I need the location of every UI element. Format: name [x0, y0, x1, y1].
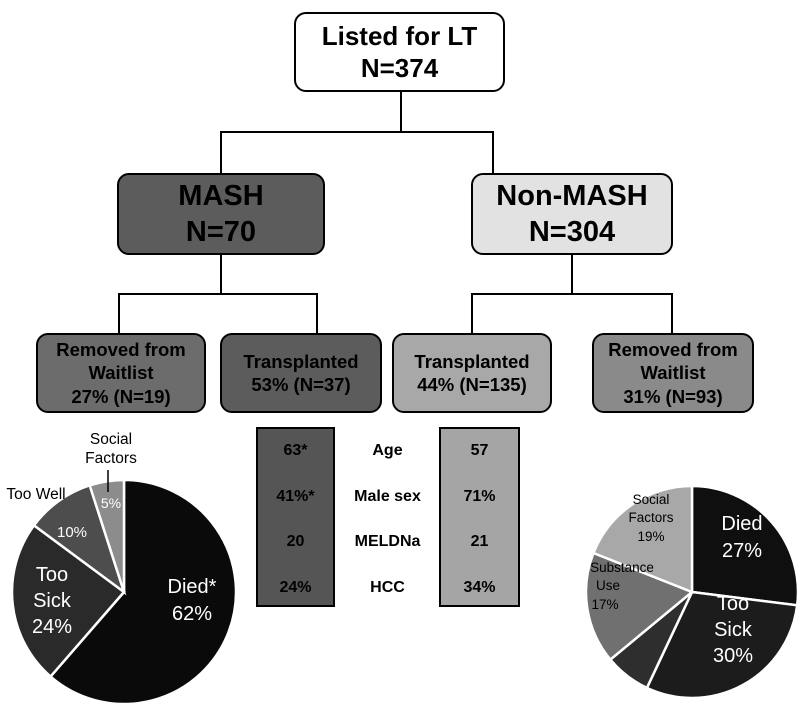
connector-to-nonmash	[492, 131, 494, 173]
nonmash-social-label-2: Factors	[628, 510, 673, 525]
mash-title: MASH	[178, 179, 264, 212]
mash-pie-slice-1	[10, 523, 126, 679]
nonmash-removal-pie	[584, 484, 800, 700]
mash-hcc-value: 24%	[279, 579, 312, 596]
nonmash-too-sick-label-1: Too	[717, 593, 749, 615]
nonmash-substance-pct: 17%	[591, 597, 618, 612]
mash-age-value: 63*	[283, 442, 308, 459]
nonmash-removed-line2: Waitlist	[640, 362, 706, 384]
root-count: N=374	[360, 53, 439, 83]
nonmash-age-value: 57	[470, 442, 489, 459]
nonmash-title: Non-MASH	[496, 179, 648, 212]
nonmash-pie-slice-3	[584, 551, 695, 662]
nonmash-transplanted-line2: 44% (N=135)	[417, 374, 527, 395]
mash-box: MASH N=70	[117, 173, 325, 255]
nonmash-died-pct: 27%	[722, 540, 762, 562]
nonmash-male-sex-value: 71%	[463, 488, 496, 505]
mash-meldna-value: 20	[286, 533, 305, 550]
mash-pie-slice-3	[88, 478, 126, 593]
root-title: Listed for LT	[321, 20, 478, 51]
nonmash-transplanted-line1: Transplanted	[414, 350, 530, 372]
mash-characteristics-column	[256, 427, 335, 607]
mash-pie-slice-0	[48, 478, 238, 705]
mash-died-label: Died*	[168, 576, 217, 598]
connector-nonmash-bar	[471, 293, 673, 295]
connector-mash-bar	[118, 293, 318, 295]
nonmash-died-label: Died	[721, 513, 762, 535]
nonmash-social-pct: 19%	[637, 529, 664, 544]
nonmash-social-label-1: Social	[633, 492, 670, 507]
nonmash-removed-line3: 31% (N=93)	[623, 385, 723, 407]
mash-male-sex-value: 41%*	[276, 488, 315, 505]
connector-to-mash	[220, 131, 222, 173]
mash-too-well-pct: 10%	[57, 524, 87, 541]
mash-removed-line2: Waitlist	[88, 362, 154, 384]
mash-removed-box: Removed from Waitlist 27% (N=19)	[36, 333, 206, 413]
nonmash-transplanted-box: Transplanted 44% (N=135)	[392, 333, 552, 413]
mash-removed-line3: 27% (N=19)	[71, 385, 171, 407]
mash-social-factors-label-1: Social	[90, 431, 132, 448]
nonmash-count: N=304	[528, 216, 616, 248]
nonmash-box: Non-MASH N=304	[471, 173, 673, 255]
nonmash-hcc-value: 34%	[463, 579, 496, 596]
nonmash-characteristics-column	[439, 427, 520, 607]
mash-social-pct: 5%	[101, 495, 121, 511]
nonmash-pie-slice-0	[690, 484, 800, 607]
connector-mash-right	[316, 293, 318, 333]
nonmash-pie-slice-1	[645, 590, 799, 700]
mash-too-sick-pct: 24%	[32, 616, 72, 638]
mash-transplanted-line1: Transplanted	[243, 350, 359, 372]
age-label: Age	[372, 442, 403, 459]
listed-for-lt-box: Listed for LT N=374	[294, 12, 505, 92]
mash-transplanted-box: Transplanted 53% (N=37)	[220, 333, 382, 413]
connector-root-down	[400, 92, 402, 132]
connector-nonmash-left	[471, 293, 473, 333]
nonmash-too-sick-pct: 30%	[713, 645, 753, 667]
connector-nonmash-right	[671, 293, 673, 333]
connector-nonmash-down	[571, 255, 573, 294]
mash-removal-pie	[10, 478, 238, 705]
mash-transplanted-line2: 53% (N=37)	[251, 374, 351, 395]
nonmash-pie-slice-4	[591, 484, 694, 594]
nonmash-removed-line1: Removed from	[608, 339, 738, 361]
connector-mash-down	[220, 255, 222, 294]
mash-social-factors-label-2: Factors	[85, 450, 137, 467]
mash-too-sick-label-2: Sick	[33, 590, 72, 612]
mash-too-sick-label-1: Too	[36, 564, 68, 586]
mash-died-pct: 62%	[172, 603, 212, 625]
connector-top-bar	[220, 131, 494, 133]
hcc-label: HCC	[370, 579, 405, 596]
mash-count: N=70	[185, 216, 257, 248]
nonmash-too-sick-label-2: Sick	[714, 619, 753, 641]
meldna-label: MELDNa	[354, 533, 421, 550]
male-sex-label: Male sex	[354, 488, 421, 505]
nonmash-removed-box: Removed from Waitlist 31% (N=93)	[592, 333, 754, 413]
nonmash-substance-label-2: Use	[596, 578, 620, 593]
connector-mash-left	[118, 293, 120, 333]
nonmash-meldna-value: 21	[470, 533, 489, 550]
nonmash-substance-label-1: Substance	[590, 560, 654, 575]
mash-too-well-label: Too Well	[6, 486, 65, 503]
mash-removed-line1: Removed from	[56, 339, 186, 361]
